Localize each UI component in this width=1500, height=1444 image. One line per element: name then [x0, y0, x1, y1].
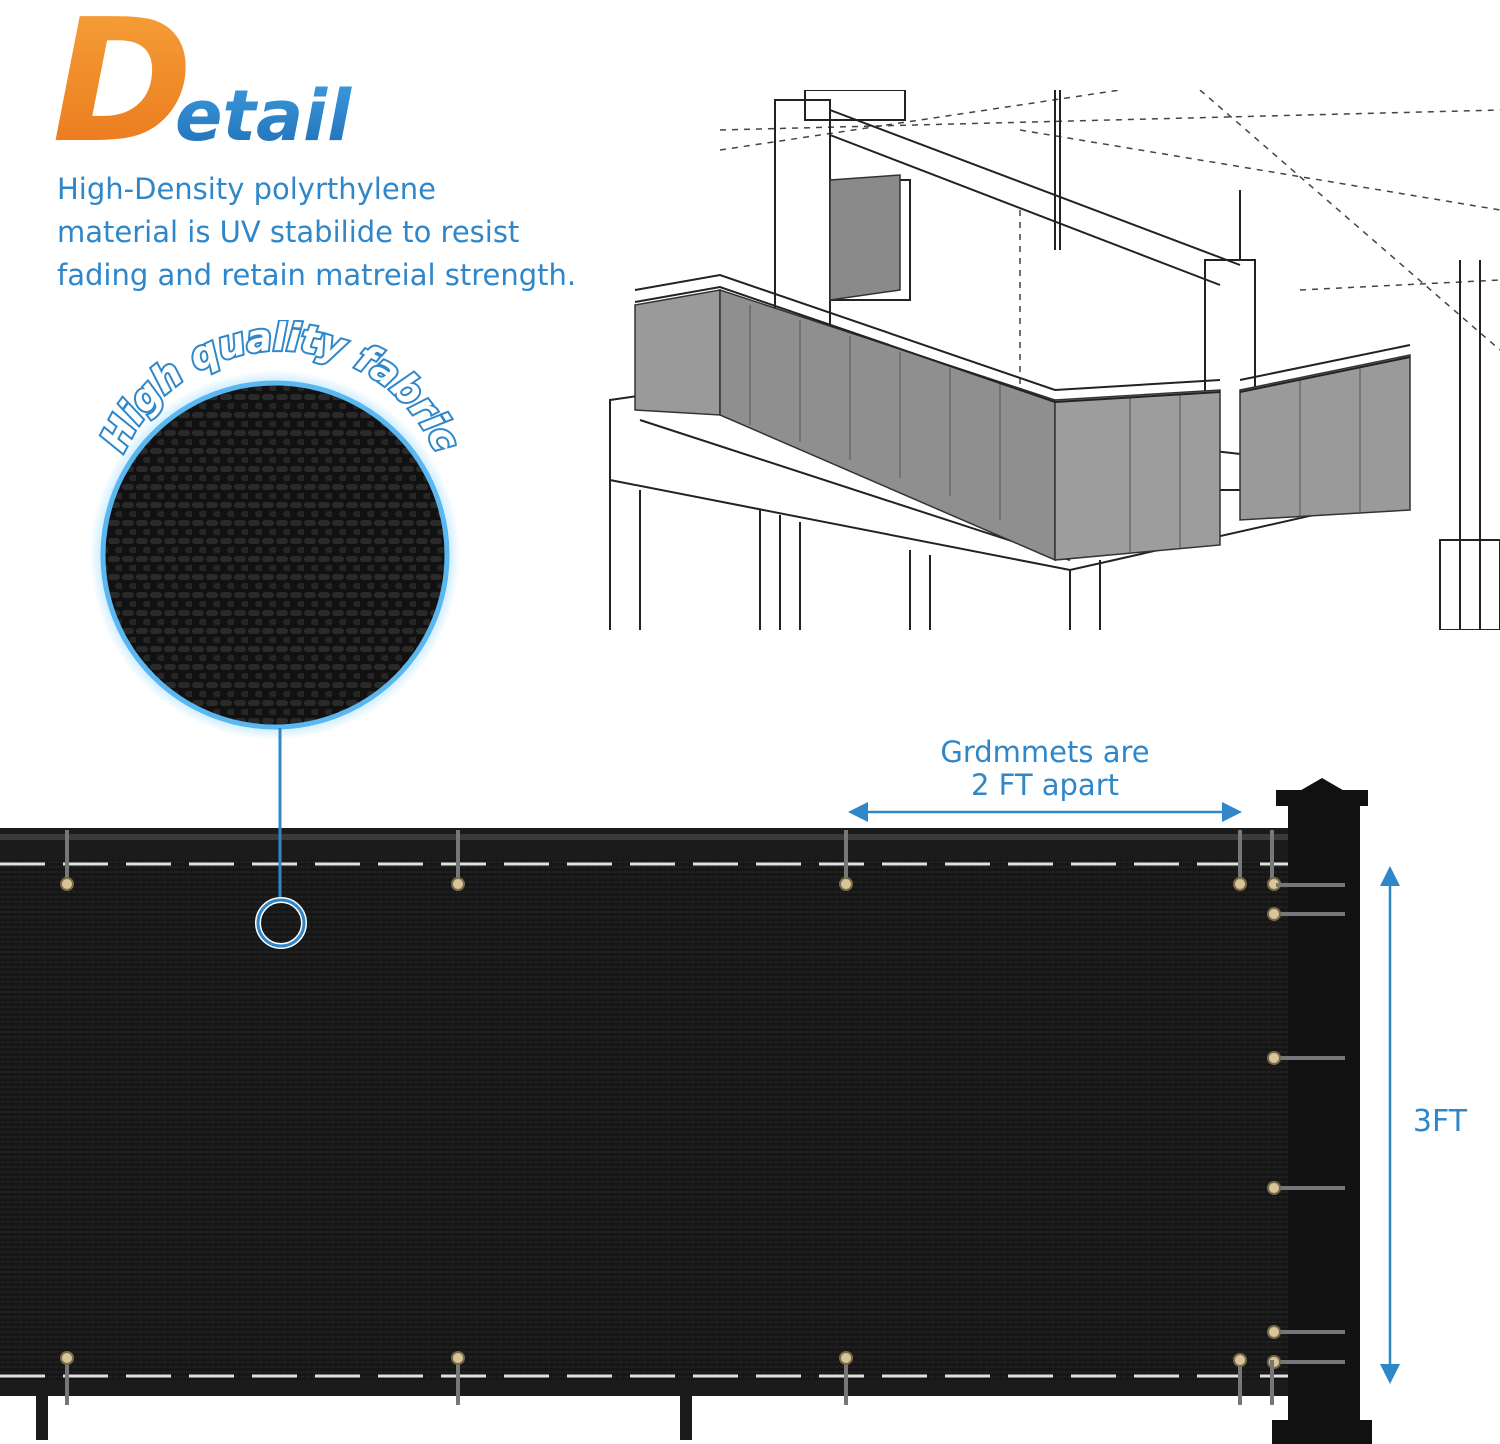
detail-title: D etail [52, 0, 352, 160]
side-grommets [1267, 883, 1345, 1369]
fabric-texture-circle [100, 380, 450, 730]
fabric-zoom-badge: High quality fabric [90, 320, 470, 770]
top-grommets [60, 830, 1281, 891]
grommet-spacing-note: Grdmmets are 2 FT apart [880, 736, 1210, 802]
description-line-2: material is UV stabilide to resist [57, 215, 520, 249]
balcony-illustration [609, 90, 1500, 630]
grommet-note-line-2: 2 FT apart [970, 768, 1120, 802]
bottom-grommets [60, 1351, 1274, 1405]
title-initial: D [52, 0, 193, 160]
grommet-note-line-1: Grdmmets are [940, 735, 1150, 769]
description-line-1: High-Density polyrthylene [57, 172, 436, 206]
fabric-panel [0, 860, 1288, 1380]
description-text: High-Density polyrthylene material is UV… [57, 168, 617, 297]
description-line-3: fading and retain matreial strength. [57, 258, 577, 292]
railing-screen-illustration [0, 760, 1400, 1444]
height-note: 3FT [1412, 1104, 1468, 1139]
title-rest: etail [175, 75, 352, 157]
